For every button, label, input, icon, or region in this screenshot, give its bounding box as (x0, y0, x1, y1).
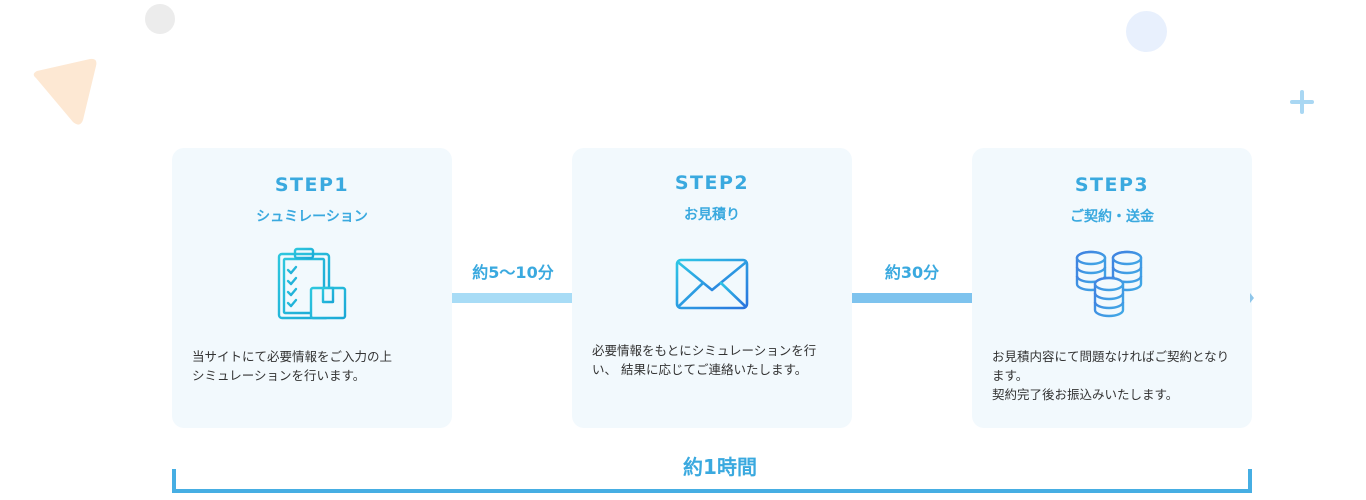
connector-bar (452, 293, 572, 303)
step-title: STEP1 (274, 174, 350, 196)
coin-stack-icon (1075, 250, 1143, 318)
connector-time-label: 約5～10分 (472, 263, 554, 282)
decorative-gray-circle (145, 4, 175, 34)
clipboard-checklist-icon (277, 247, 347, 320)
step-description: 必要情報をもとにシミュレーションを行い、 結果に応じてご連絡いたします。 (592, 343, 817, 377)
step-subtitle: お見積り (684, 207, 740, 223)
connector-time-label: 約30分 (884, 263, 940, 282)
step-description: お見積内容にて問題なければご契約となります。 契約完了後お振込みいたします。 (992, 349, 1230, 402)
connector-bar (852, 293, 972, 303)
decorative-plus-icon (1290, 90, 1314, 114)
step-subtitle: ご契約・送金 (1070, 209, 1154, 225)
step-title: STEP2 (674, 172, 750, 194)
step-card-2: STEP2 お見積り 必要情報をもとにシミュレーションを行い、 結果に応じてご連… (572, 148, 852, 428)
total-time-bracket (172, 469, 1252, 493)
arrow-tip (1250, 293, 1254, 303)
envelope-icon (675, 254, 749, 310)
total-time-label: 約1時間 (683, 455, 757, 479)
step-card-3: STEP3 ご契約・送金 お見積内容にて問題なければご契約となります。 契約完了… (972, 148, 1252, 428)
decorative-blue-circle (1126, 11, 1167, 52)
step-description: 当サイトにて必要情報をご入力の上 シミュレーションを行います。 (192, 349, 393, 383)
step-subtitle: シュミレーション (256, 209, 368, 225)
step-card-1: STEP1 シュミレーション 当サイトにて必要情報をご入力の上 シミュレーション… (172, 148, 452, 428)
decorative-triangle-icon (33, 58, 97, 125)
step-title: STEP3 (1074, 174, 1150, 196)
